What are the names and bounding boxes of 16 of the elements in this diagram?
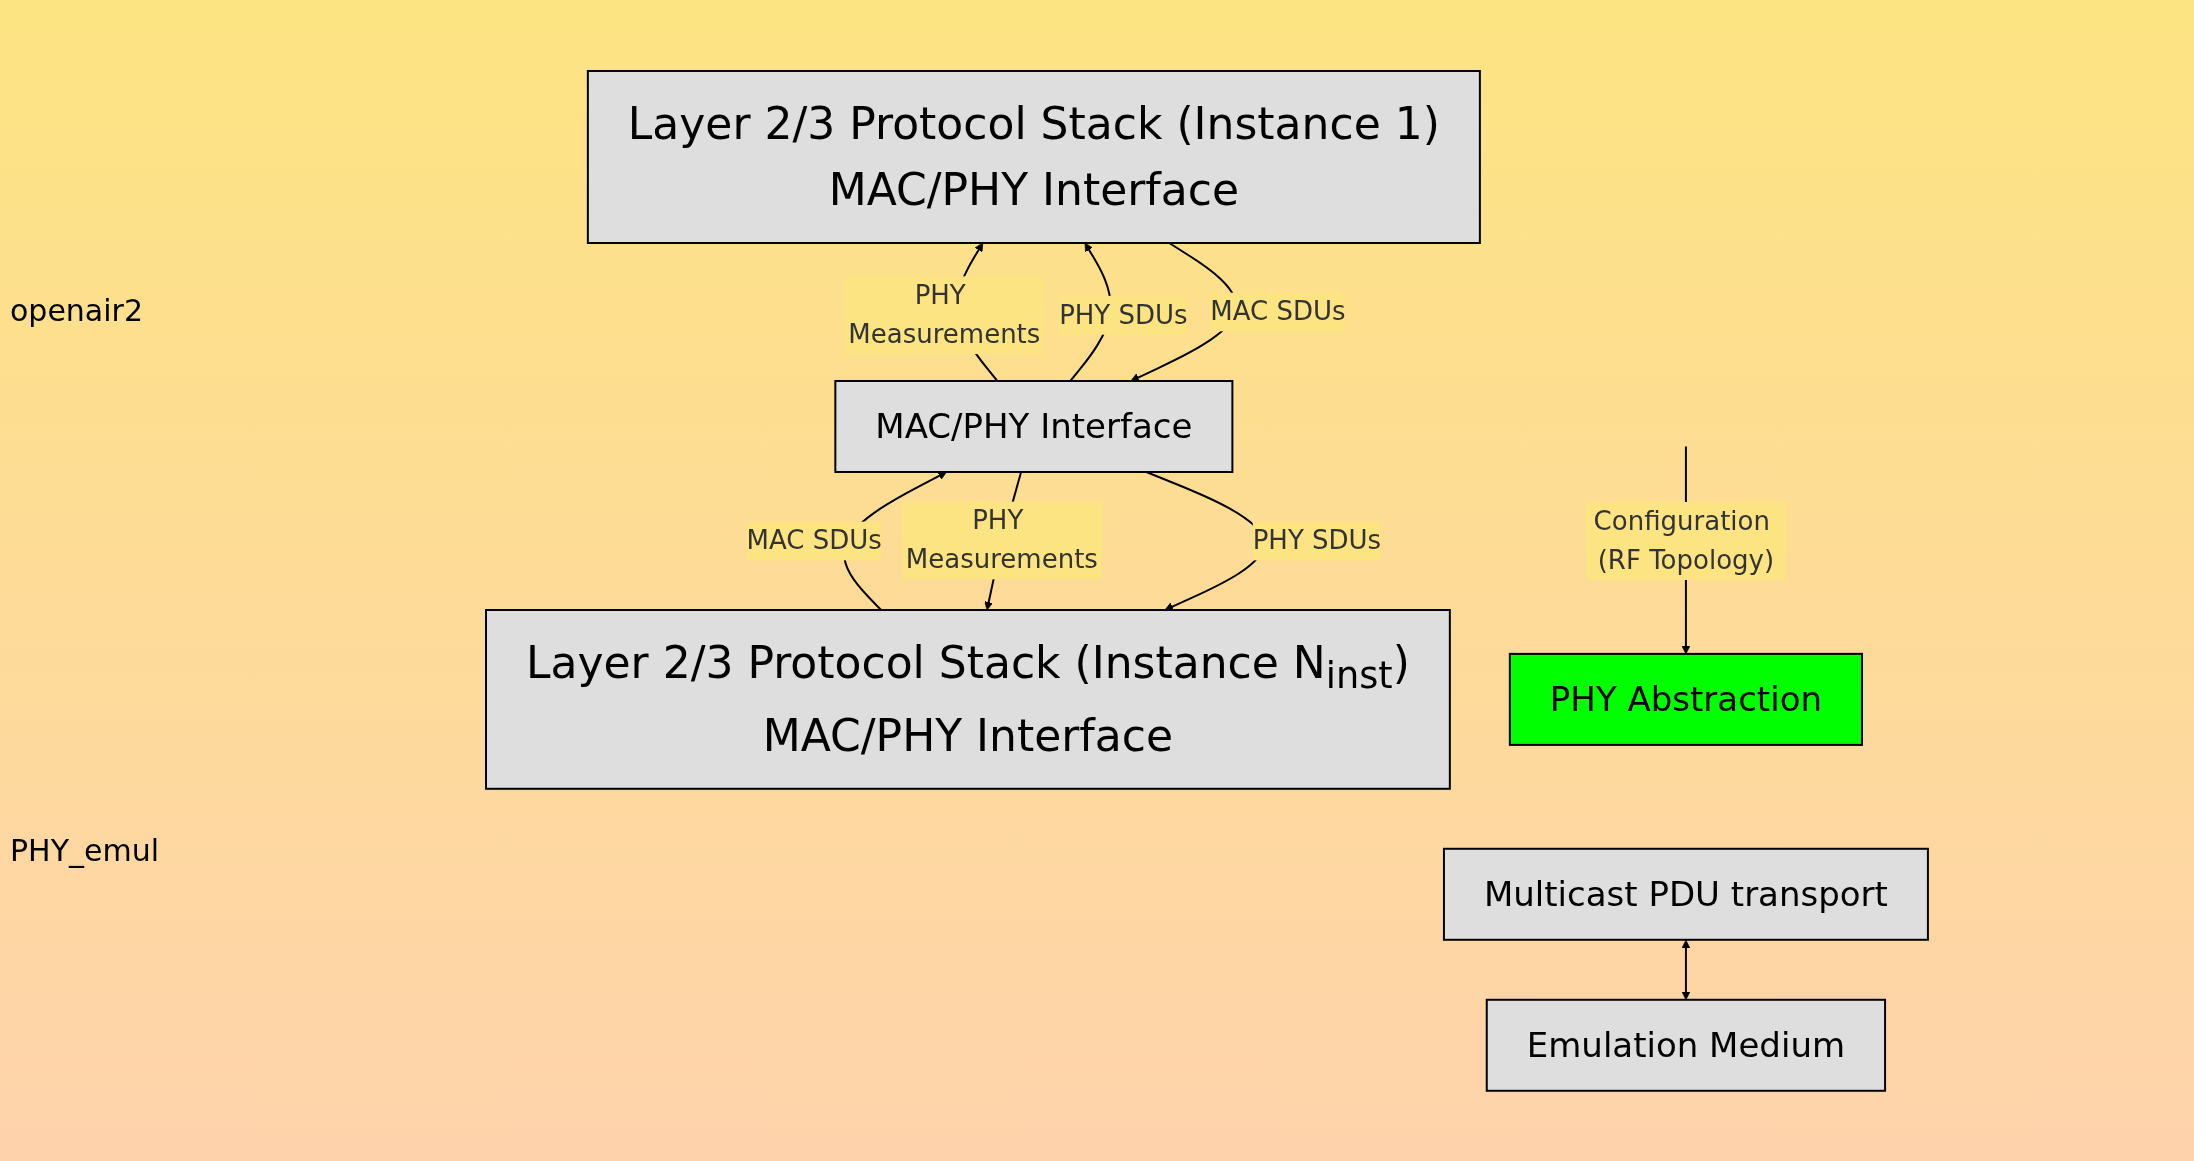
edge-label: PHY Measurements [905, 505, 1098, 575]
node-box: Layer 2/3 Protocol Stack (Instance 1) MAC/PHY Interface [586, 69, 1481, 244]
edge-label: MAC SDUs [746, 525, 882, 556]
arrow [1681, 939, 1691, 1000]
edge-label: PHY SDUs [1252, 525, 1382, 556]
node-box: Layer 2/3 Protocol Stack (Instance N$_{inst}$) MAC/PHY Interface [485, 608, 1451, 790]
node-box: MAC/PHY Interface [834, 379, 1234, 473]
node-box: Multicast PDU transport [1443, 847, 1929, 941]
group-label: openair2 [10, 292, 144, 328]
edge-label: Configuration (RF Topology) [1593, 505, 1775, 575]
node-box: PHY Abstraction [1508, 652, 1864, 746]
edge-label: PHY SDUs [1059, 299, 1188, 330]
node-box: Emulation Medium [1485, 998, 1887, 1092]
group-label: PHY_emul [10, 833, 160, 869]
edge-label: PHY Measurements [848, 279, 1041, 349]
edge-label: MAC SDUs [1210, 296, 1346, 327]
